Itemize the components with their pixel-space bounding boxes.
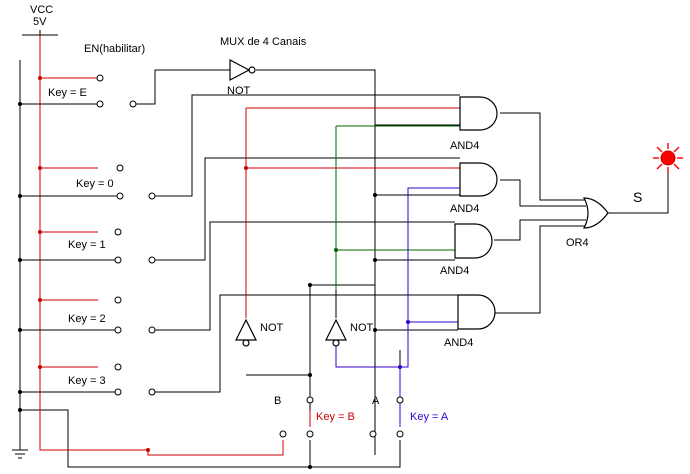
enable-inverted-wire <box>256 69 460 455</box>
output-lamp-icon <box>653 143 683 173</box>
enable-not-gate <box>229 59 256 81</box>
in3-wire <box>152 294 458 393</box>
switch-enable-label: Key = E <box>48 87 87 99</box>
sel-b-wire <box>245 107 460 427</box>
sel-b-bus <box>246 284 375 410</box>
switch-in0[interactable] <box>20 164 156 200</box>
enable-not-label: NOT <box>227 85 251 97</box>
and-gate-4-label: AND4 <box>444 337 473 349</box>
in2-wire <box>152 221 455 331</box>
switch-in1-label: Key = 1 <box>68 239 106 251</box>
or-gate-label: OR4 <box>566 237 589 249</box>
enable-label: EN(habilitar) <box>84 43 145 55</box>
switch-sel-a[interactable] <box>369 396 404 438</box>
switch-sel-b-label: Key = B <box>316 411 355 423</box>
switch-in0-label: Key = 0 <box>76 178 114 190</box>
in1-wire <box>152 157 460 261</box>
switch-in2[interactable] <box>20 296 156 334</box>
switch-sel-b[interactable] <box>279 396 314 438</box>
sel-a-not-gate <box>325 318 347 347</box>
and-gate-2 <box>459 162 498 197</box>
in0-wire <box>152 94 460 197</box>
vcc-bus <box>39 35 284 456</box>
switch-sel-a-label: Key = A <box>410 411 449 423</box>
vcc-label: VCC <box>30 4 53 16</box>
sel-a-not-label: NOT <box>350 322 374 334</box>
output-label: S <box>633 189 642 205</box>
sel-a-bus <box>335 285 401 410</box>
ground-icon <box>12 449 28 459</box>
sel-a-wire <box>335 187 460 427</box>
and-gate-1 <box>459 96 498 131</box>
switch-in3[interactable] <box>20 363 156 396</box>
mux-title: MUX de 4 Canais <box>220 36 307 48</box>
switch-enable[interactable] <box>20 74 137 108</box>
and-gate-4 <box>457 294 496 330</box>
and-gate-2-label: AND4 <box>450 203 479 215</box>
sel-b-not-label: NOT <box>260 322 284 334</box>
select-a-label: A <box>372 395 380 407</box>
and-to-or-wires <box>494 112 586 314</box>
switch-in2-label: Key = 2 <box>68 313 106 325</box>
enable-wire <box>133 69 230 105</box>
sel-b-not-gate <box>235 318 257 347</box>
ground-rail <box>19 60 401 468</box>
sel-b-inverted-wire <box>335 125 460 290</box>
vcc-symbol <box>22 30 58 36</box>
select-b-label: B <box>274 395 281 407</box>
output-wire <box>608 168 669 214</box>
or-gate <box>583 197 609 229</box>
switch-in3-label: Key = 3 <box>68 375 106 387</box>
and-gate-3 <box>454 223 493 259</box>
and-gate-1-label: AND4 <box>450 140 479 152</box>
vcc-voltage-label: 5V <box>33 16 47 28</box>
switch-in1[interactable] <box>20 228 156 264</box>
and-gate-3-label: AND4 <box>440 265 469 277</box>
